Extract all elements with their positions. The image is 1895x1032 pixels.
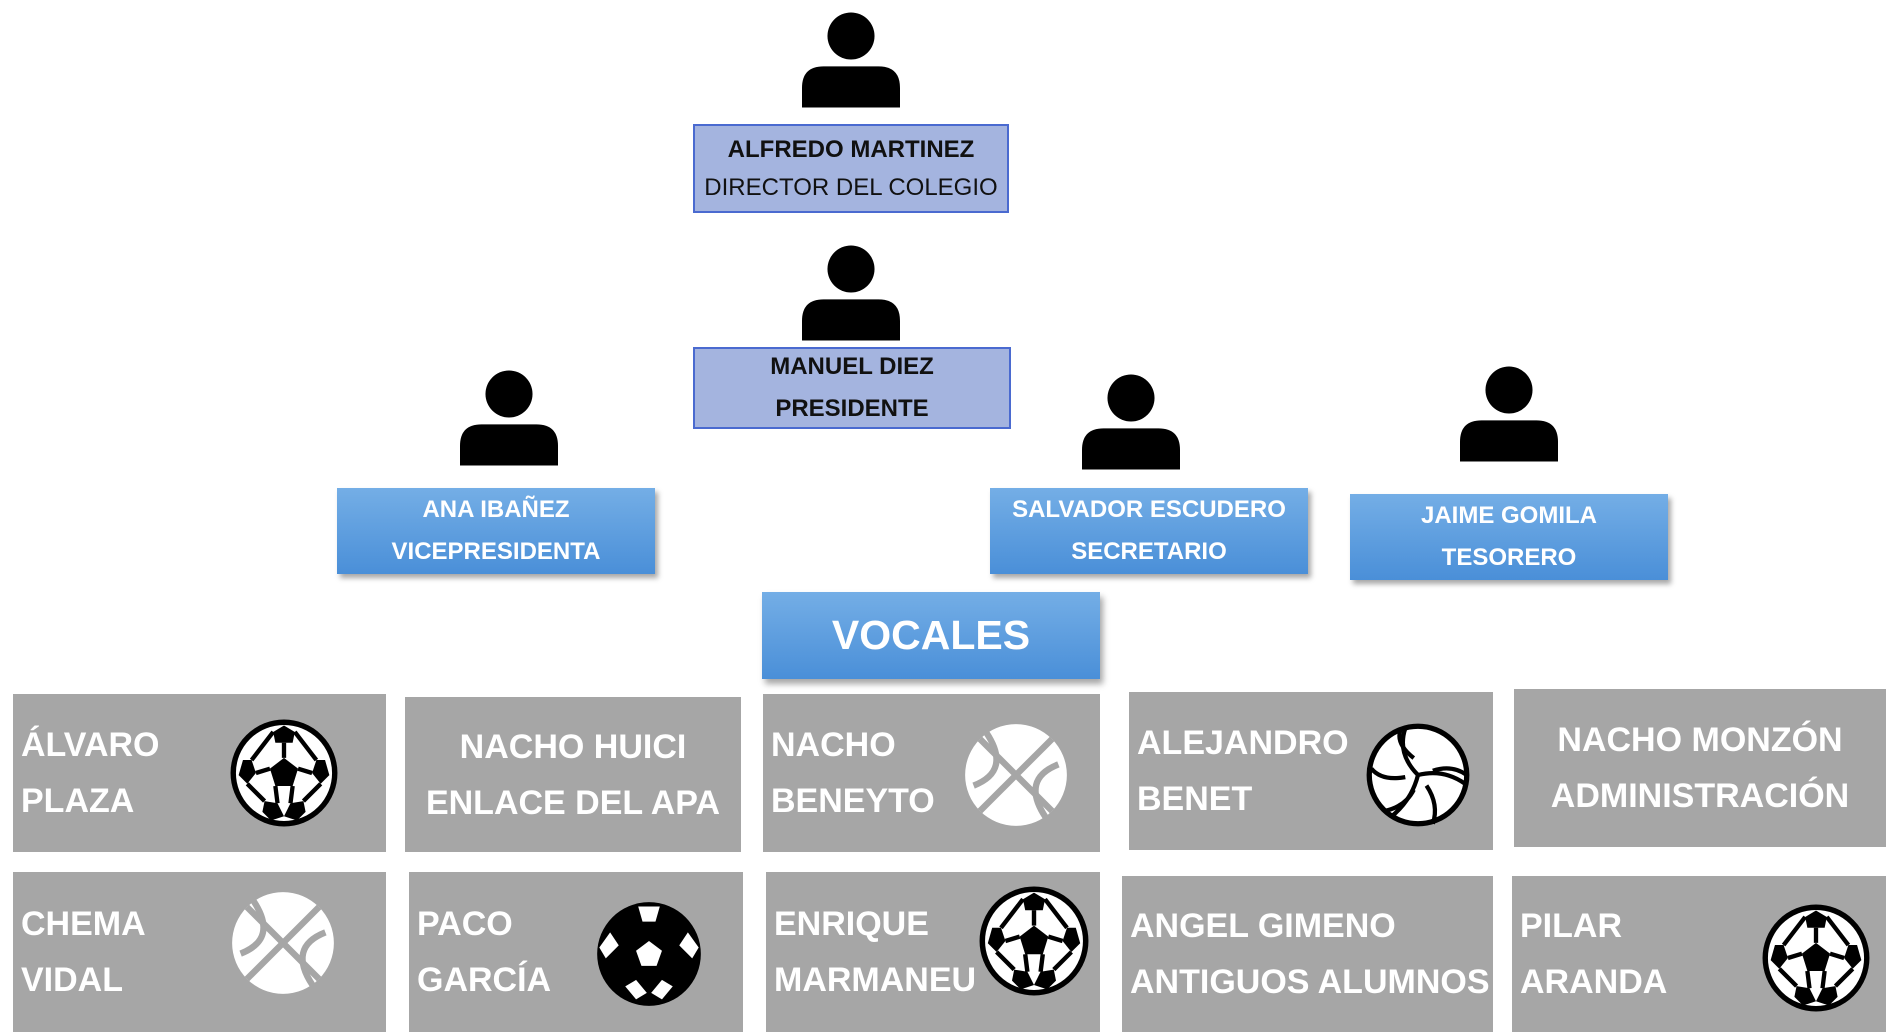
vocal-name-line1: NACHO HUICI [459,727,687,766]
vocal-card: ANGEL GIMENO ANTIGUOS ALUMNOS [1122,876,1493,1032]
vocal-name-line1: ENRIQUE [774,905,929,943]
vocal-name-line1: ÁLVARO [21,726,160,764]
person-icon [460,366,558,467]
vocal-card: ENRIQUE MARMANEU [766,872,1100,1032]
vocal-card: NACHO MONZÓN ADMINISTRACIÓN [1514,689,1886,847]
president-box: MANUEL DIEZ PRESIDENTE [693,347,1011,429]
vocal-name-line2: ANTIGUOS ALUMNOS [1130,963,1490,1001]
person-icon [802,8,900,109]
person-icon [1460,362,1558,463]
vocal-name-line1: PILAR [1520,907,1622,945]
treasurer-title: TESORERO [1441,544,1577,571]
vocal-card: PACO GARCÍA [409,872,743,1032]
handball-icon [230,719,338,844]
vocal-name-line1: NACHO MONZÓN [1557,721,1843,759]
vocal-name-line1: PACO [417,905,513,943]
handball-icon [979,886,1089,1013]
vocal-name-line1: NACHO [771,726,896,764]
vocal-name-line1: ALEJANDRO [1137,724,1349,762]
secretary-title: SECRETARIO [1071,538,1227,565]
director-title: DIRECTOR DEL COLEGIO [704,173,998,201]
person-icon [802,241,900,342]
treasurer-name: JAIME GOMILA [1420,502,1597,529]
secretary-name: SALVADOR ESCUDERO [1012,496,1286,523]
vocal-name-line2: ADMINISTRACIÓN [1550,777,1850,815]
director-name: ALFREDO MARTINEZ [727,136,975,164]
vicepresident-title: VICEPRESIDENTA [391,538,601,565]
person-icon [1082,370,1180,471]
vocal-name-line2: VIDAL [21,961,123,999]
basketball-icon [963,722,1069,845]
vocal-card: ÁLVARO PLAZA [13,694,386,852]
vocales-heading: VOCALES [762,592,1100,679]
secretary-box: SALVADOR ESCUDERO SECRETARIO [990,488,1308,574]
director-box: ALFREDO MARTINEZ DIRECTOR DEL COLEGIO [693,124,1009,213]
vicepresident-name: ANA IBAÑEZ [422,496,570,523]
basketball-icon [230,890,336,1013]
vocal-card: PILAR ARANDA [1512,876,1886,1032]
handball-icon [1762,904,1870,1029]
treasurer-box: JAIME GOMILA TESORERO [1350,494,1668,580]
vocal-card: CHEMA VIDAL [13,872,386,1032]
president-name: MANUEL DIEZ [770,353,934,380]
vocal-name-line2: BENEYTO [771,782,935,820]
vocal-name-line2: BENET [1137,780,1253,818]
vocal-name-line2: MARMANEU [774,961,977,999]
vocal-name-line2: PLAZA [21,782,135,820]
vocal-name-line2: ENLACE DEL APA [425,783,721,822]
volleyball-icon [1365,722,1471,845]
vocal-name-line1: ANGEL GIMENO [1130,907,1396,945]
vocal-card: NACHO HUICI ENLACE DEL APA [405,697,741,852]
vocal-name-line1: CHEMA [21,905,146,943]
president-title: PRESIDENTE [775,395,929,422]
vocal-card: ALEJANDRO BENET [1129,692,1493,850]
soccer-ball-icon [595,900,703,1025]
vocal-name-line2: GARCÍA [417,961,552,999]
vocal-card: NACHO BENEYTO [763,694,1100,852]
vicepresident-box: ANA IBAÑEZ VICEPRESIDENTA [337,488,655,574]
vocal-name-line2: ARANDA [1520,963,1668,1001]
